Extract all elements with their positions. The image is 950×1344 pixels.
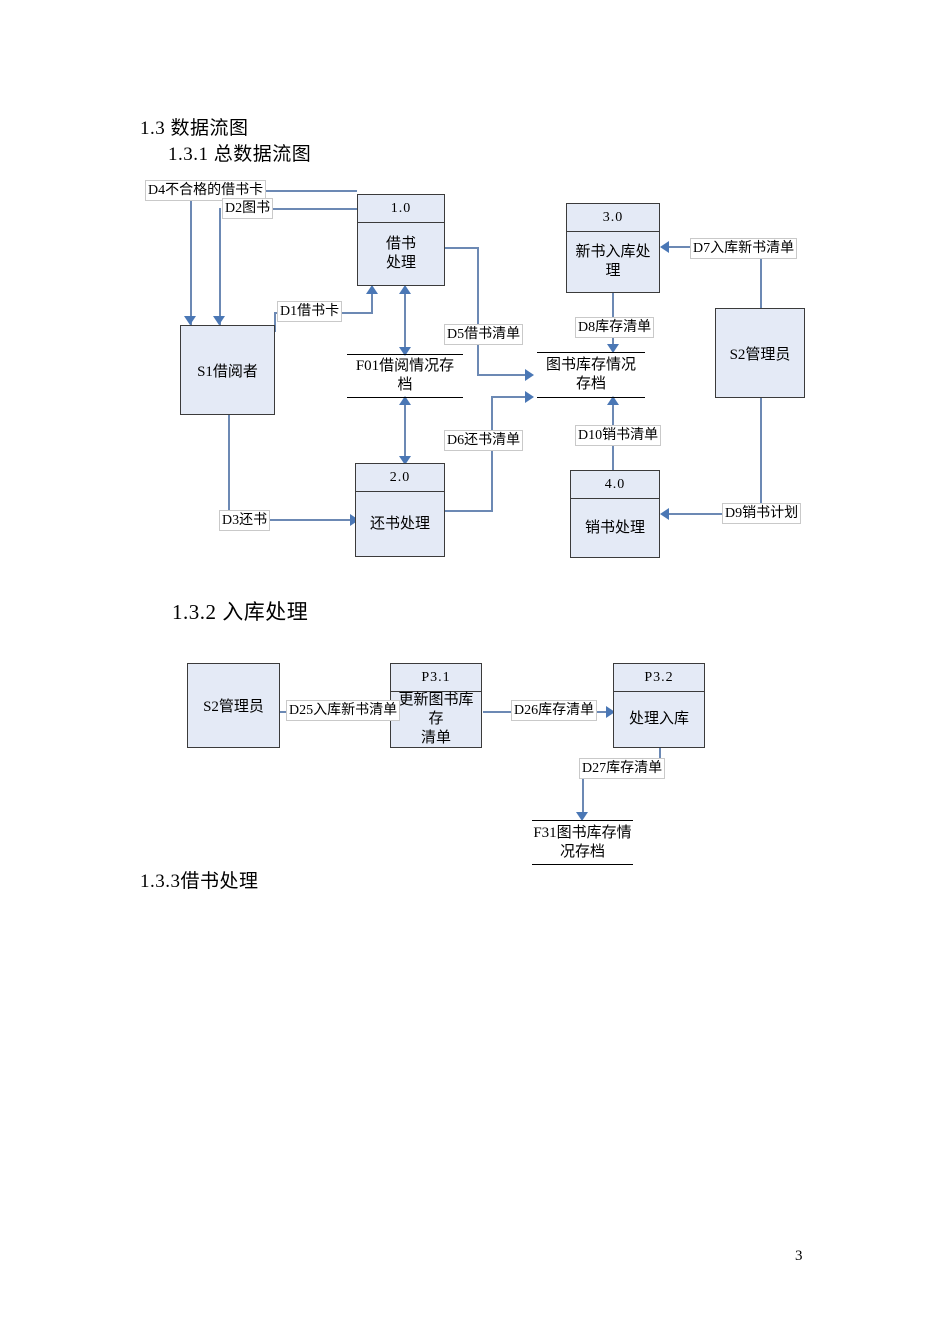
process-1-0-label: 借书 处理 bbox=[358, 223, 444, 285]
flow-line-d5-vertical bbox=[477, 247, 479, 375]
flow-line-f01-process2 bbox=[404, 400, 406, 462]
flow-label-d27: D27库存清单 bbox=[579, 758, 666, 779]
process-4-0-id: 4.0 bbox=[571, 471, 659, 499]
flow-line-d3-horizontal bbox=[228, 519, 358, 521]
flow-label-d7: D7入库新书清单 bbox=[690, 238, 798, 259]
flow-label-d5: D5借书清单 bbox=[444, 324, 524, 345]
flow-label-d10: D10销书清单 bbox=[575, 425, 662, 446]
flow-label-d4: D4不合格的借书卡 bbox=[145, 180, 267, 201]
flow-label-d3: D3还书 bbox=[219, 510, 271, 531]
flow-line-d1-vertical-right bbox=[371, 294, 373, 314]
process-3-0-id: 3.0 bbox=[567, 204, 659, 232]
data-store-f31-line1: F31图书库存情 bbox=[533, 824, 632, 841]
flow-line-d9-horizontal bbox=[668, 513, 762, 515]
page-number: 3 bbox=[795, 1248, 803, 1264]
flow-line-d27-vertical-b bbox=[582, 766, 584, 818]
arrow-d5-into-book-store bbox=[525, 369, 534, 381]
flow-line-d1-horizontal-b bbox=[341, 312, 373, 314]
process-1-0[interactable]: 1.0 借书 处理 bbox=[357, 194, 445, 286]
data-store-f01-borrow-records[interactable]: F01借阅情况存 档 bbox=[347, 354, 463, 398]
arrow-d6-into-book-store bbox=[525, 391, 534, 403]
arrow-f01-to-process-2 bbox=[399, 456, 411, 465]
process-p3-1-label: 更新图书库存 清单 bbox=[391, 692, 481, 747]
external-entity-s2-label: S2管理员 bbox=[729, 346, 791, 363]
external-entity-s2-storage-label: S2管理员 bbox=[203, 699, 264, 715]
arrow-f01-to-process-1 bbox=[399, 285, 411, 294]
arrow-d4-into-s1 bbox=[184, 316, 196, 325]
heading-1-3-1: 1.3.1 总数据流图 bbox=[168, 144, 312, 165]
process-p3-1-id: P3.1 bbox=[391, 664, 481, 692]
flow-line-d3-vertical bbox=[228, 414, 230, 520]
flow-label-d25: D25入库新书清单 bbox=[286, 700, 401, 721]
arrow-process-2-to-f01 bbox=[399, 396, 411, 405]
flow-line-d2-horizontal bbox=[271, 208, 357, 210]
process-p3-2-label: 处理入库 bbox=[628, 711, 689, 728]
flow-line-d9-vertical bbox=[760, 398, 762, 514]
flow-label-d26: D26库存清单 bbox=[511, 700, 598, 721]
heading-1-3: 1.3 数据流图 bbox=[140, 118, 249, 139]
arrow-d8-into-book-store bbox=[607, 344, 619, 353]
flow-line-d5-horizontal-a bbox=[445, 247, 478, 249]
process-p3-1-label-line1: 更新图书库存 bbox=[398, 692, 474, 728]
process-2-0-id: 2.0 bbox=[356, 464, 444, 492]
arrow-d27-into-f31 bbox=[576, 812, 588, 821]
heading-1-3-3: 1.3.3借书处理 bbox=[140, 871, 259, 892]
external-entity-s1-borrower[interactable]: S1借阅者 bbox=[180, 325, 275, 415]
process-p3-2[interactable]: P3.2 处理入库 bbox=[613, 663, 705, 748]
flow-line-d4-vertical bbox=[190, 190, 192, 330]
process-1-0-label-line2: 处理 bbox=[385, 255, 416, 271]
process-1-0-label-line1: 借书 bbox=[385, 236, 416, 253]
process-p3-1[interactable]: P3.1 更新图书库存 清单 bbox=[390, 663, 482, 748]
data-store-f01-line1: F01借阅情况存 bbox=[355, 358, 455, 375]
flow-line-d6-horizontal-a bbox=[445, 510, 492, 512]
process-p3-1-label-line2: 清单 bbox=[420, 729, 451, 746]
external-entity-s2-admin-storage[interactable]: S2管理员 bbox=[187, 663, 280, 748]
flow-label-d6: D6还书清单 bbox=[444, 430, 524, 451]
flow-line-d5-horizontal-b bbox=[477, 374, 527, 376]
flow-line-f01-process1 bbox=[404, 292, 406, 352]
arrow-d7-into-process-3 bbox=[660, 241, 669, 253]
data-store-f31-line2: 况存档 bbox=[559, 843, 605, 860]
data-store-book-inventory[interactable]: 图书库存情况 存档 bbox=[537, 352, 645, 398]
flow-line-d1-vertical-left bbox=[274, 312, 276, 332]
flow-line-d4-horizontal bbox=[249, 190, 357, 192]
arrow-d26-into-p32 bbox=[606, 706, 615, 718]
flow-line-d6-horizontal-b bbox=[491, 396, 527, 398]
process-4-0-label: 销书处理 bbox=[584, 519, 645, 536]
flow-line-d7-vertical bbox=[760, 246, 762, 310]
process-3-0-label: 新书入库处理 bbox=[575, 244, 651, 279]
data-store-book-inventory-line1: 图书库存情况 bbox=[545, 357, 636, 374]
process-p3-2-id: P3.2 bbox=[614, 664, 704, 692]
process-2-0[interactable]: 2.0 还书处理 bbox=[355, 463, 445, 557]
external-entity-s2-admin[interactable]: S2管理员 bbox=[715, 308, 805, 398]
flow-line-d6-vertical bbox=[491, 396, 493, 512]
flow-label-d8: D8库存清单 bbox=[575, 317, 655, 338]
data-store-book-inventory-line2: 存档 bbox=[575, 376, 606, 392]
arrow-d2-into-s1 bbox=[213, 316, 225, 325]
data-store-f01-line2: 档 bbox=[397, 377, 413, 393]
external-entity-s1-label: S1借阅者 bbox=[197, 363, 258, 380]
process-3-0[interactable]: 3.0 新书入库处理 bbox=[566, 203, 660, 293]
arrow-d9-into-process-4 bbox=[660, 508, 669, 520]
process-2-0-label: 还书处理 bbox=[369, 515, 430, 532]
flow-label-d2: D2图书 bbox=[222, 198, 274, 219]
flow-label-d1: D1借书卡 bbox=[277, 301, 343, 322]
data-store-f31-book-inventory[interactable]: F31图书库存情 况存档 bbox=[532, 820, 633, 865]
heading-1-3-2: 1.3.2 入库处理 bbox=[172, 600, 309, 624]
flow-line-d2-vertical bbox=[219, 208, 221, 330]
arrow-d10-into-book-store bbox=[607, 396, 619, 405]
arrow-d3-into-process-2 bbox=[350, 514, 359, 526]
arrow-d1-into-process-1 bbox=[366, 285, 378, 294]
process-1-0-id: 1.0 bbox=[358, 195, 444, 223]
process-4-0[interactable]: 4.0 销书处理 bbox=[570, 470, 660, 558]
flow-line-d27-vertical-a bbox=[659, 748, 661, 766]
flow-label-d9: D9销书计划 bbox=[722, 503, 802, 524]
arrow-process-1-to-f01 bbox=[399, 347, 411, 356]
